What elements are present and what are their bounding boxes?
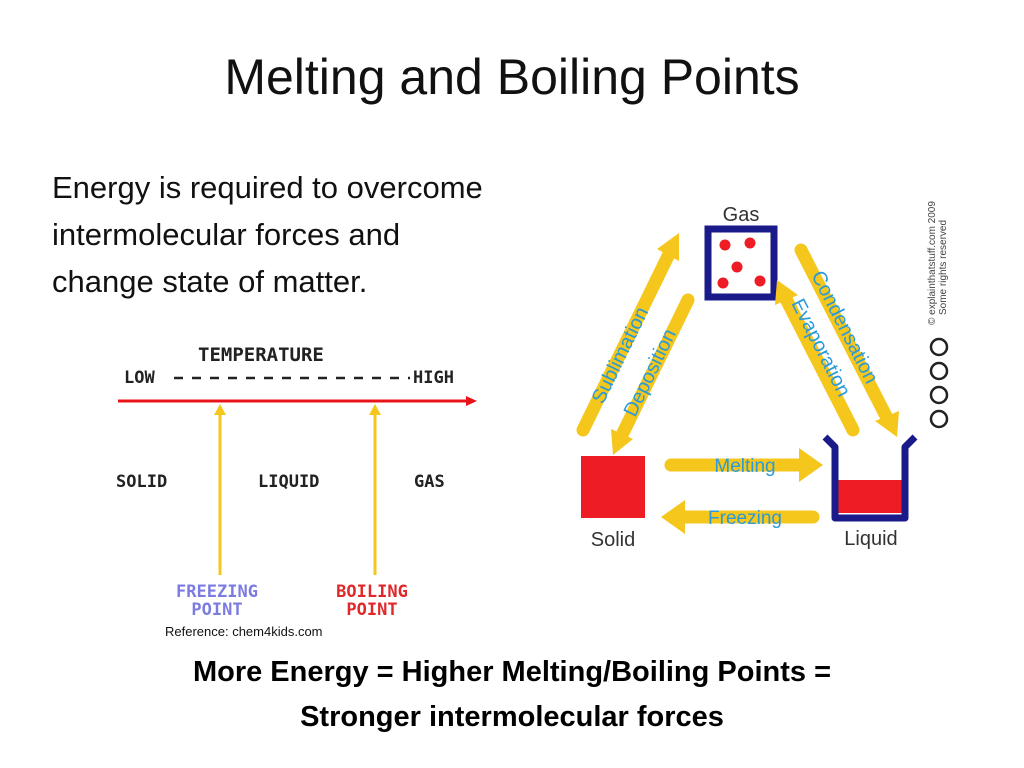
liquid-label: Liquid [844,528,897,550]
gas-particle [719,239,731,251]
evaporation-arrowhead [775,280,798,305]
state-gas-label: GAS [414,472,445,492]
deposition-arrow [614,293,695,444]
gas-particle [731,261,743,273]
liquid-fill [838,480,902,513]
freezing-point-arrowhead [214,404,226,415]
boiling-point-label-1: BOILING [336,582,408,602]
reference-note: Reference: chem4kids.com [165,624,323,639]
temperature-axis-arrowhead [466,396,477,406]
freezing-point-label-2: POINT [191,600,242,620]
temperature-heading: TEMPERATURE [198,344,324,366]
condensation-arrowhead [875,411,899,437]
sublimation-arrowhead [657,233,679,261]
license-icon [929,337,949,357]
body-text: Energy is required to overcome intermole… [52,170,483,299]
liquid-container [822,434,918,522]
freezing-point-label-1: FREEZING [176,582,258,602]
boiling-point-label-2: POINT [346,600,397,620]
solid-block [581,456,645,518]
credit-line-1: © explainthatstuff.com 2009 [927,201,938,325]
conclusion-text: More Energy = Higher Melting/Boiling Poi… [0,650,1024,740]
solid-label: Solid [591,529,635,551]
credit-line-2: Some rights reserved [938,220,949,315]
gas-particle [717,277,729,289]
freezing-label: Freezing [708,508,782,529]
conclusion-line-2: Stronger intermolecular forces [300,701,724,733]
state-liquid-label: LIQUID [258,472,319,492]
license-icon [929,361,949,381]
gas-particle [744,237,756,249]
license-icon [929,385,949,405]
boiling-point-arrowhead [369,404,381,415]
low-label: LOW [124,368,155,388]
condensation-arrow [794,243,895,427]
slide-title: Melting and Boiling Points [224,49,800,105]
freezing-arrowhead [661,500,685,534]
license-icon [929,409,949,429]
melting-label: Melting [714,456,775,477]
temperature-scale-figure: TEMPERATURE LOW HIGH SOLID LIQUID GAS FR… [116,344,477,620]
deposition-arrowhead [611,429,633,455]
evaporation-arrow [778,290,860,437]
license-icons [929,337,949,429]
conclusion-line-1: More Energy = Higher Melting/Boiling Poi… [192,656,832,688]
gas-box [704,225,778,301]
melting-arrowhead [799,448,823,482]
sublimation-arrow [576,243,678,437]
gas-label: Gas [723,204,760,226]
high-label: HIGH [413,368,454,388]
state-solid-label: SOLID [116,472,167,492]
gas-particle [754,275,766,287]
states-of-matter-figure: Gas Solid Liquid Sublimation Deposition … [576,201,949,551]
